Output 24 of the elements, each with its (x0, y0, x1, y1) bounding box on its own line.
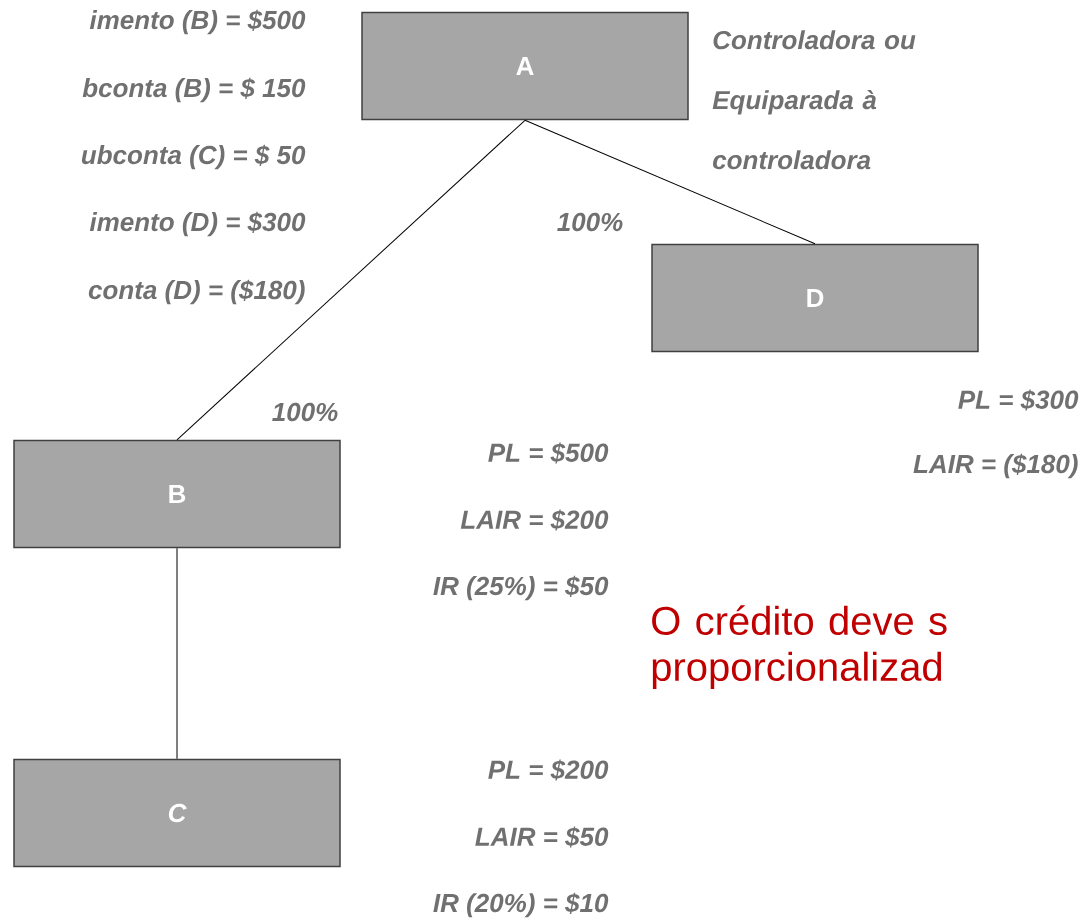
value-text: imento (B) = $500 (89, 9, 306, 35)
value-text: bconta (B) = $ 150 (82, 77, 306, 103)
percentage-label: 100% (272, 402, 338, 422)
value-text: PL = $500 (488, 442, 609, 464)
percentage-label: 100% (557, 212, 623, 232)
connector-line (176, 547, 178, 760)
value-text: imento (D) = $300 (89, 211, 306, 237)
entity-box: B (13, 439, 341, 549)
value-text: Controladora ou Equiparada à controladora (712, 30, 916, 170)
connector-line (524, 119, 816, 245)
entity-box: A (361, 11, 689, 121)
value-text: PL = $300 (958, 389, 1079, 411)
connector-line (176, 119, 526, 441)
note-text: O crédito deve s proporcionalizad (652, 605, 947, 689)
value-text: LAIR = $50 (475, 826, 609, 848)
value-text: LAIR = $200 (460, 509, 609, 531)
entity-box: C (13, 758, 341, 868)
entity-box: D (651, 243, 979, 353)
value-text: IR (20%) = $10 (433, 892, 609, 918)
value-text: conta (D) = ($180) (88, 279, 305, 305)
value-text: IR (25%) = $50 (433, 575, 609, 601)
value-text: LAIR = ($180) (913, 453, 1078, 479)
value-text: ubconta (C) = $ 50 (81, 144, 306, 170)
value-text: PL = $200 (488, 759, 609, 781)
